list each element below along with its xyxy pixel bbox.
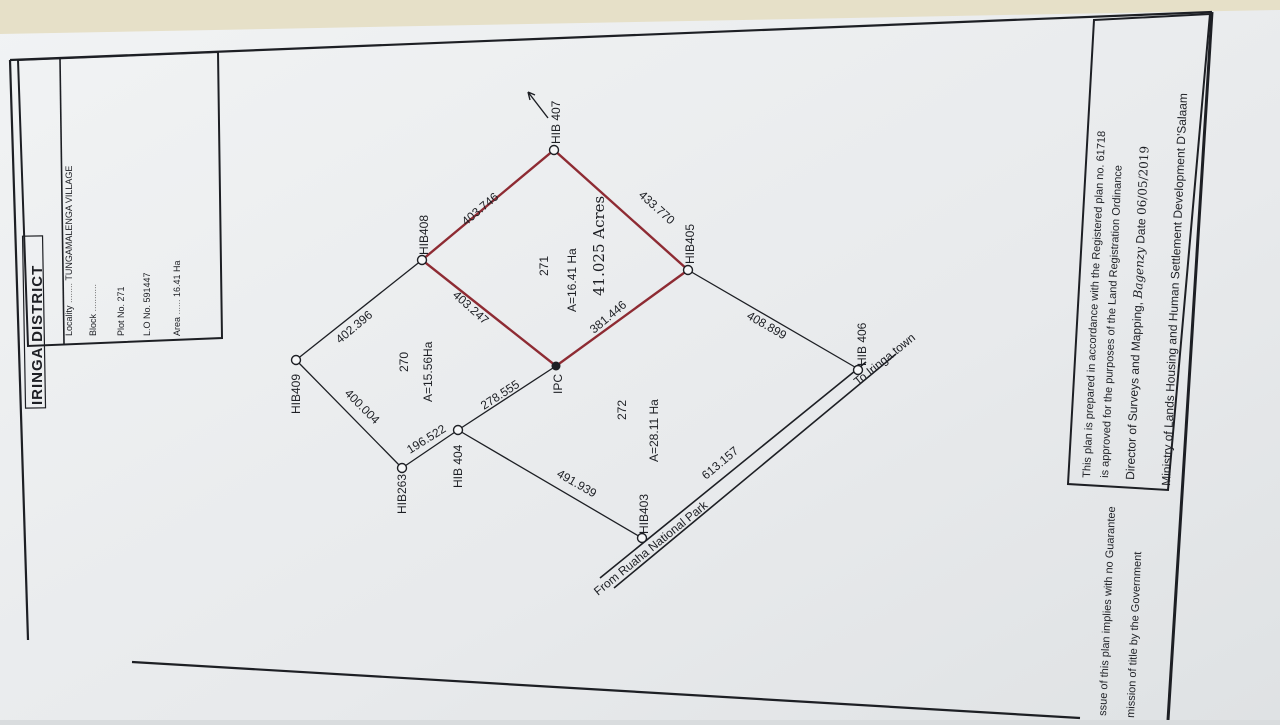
- certificate-plan-no: 61718: [1095, 131, 1108, 162]
- certificate-date-label: Date: [1133, 218, 1148, 244]
- beacon-hib407-marker: [548, 144, 560, 156]
- area-label: Area: [172, 317, 182, 336]
- beacon-hib403-marker: [636, 532, 648, 544]
- svg-text:Area ...... 16.41 Ha: Area ...... 16.41 Ha: [172, 260, 182, 336]
- beacon-hib409-marker: [290, 354, 302, 366]
- beacon-hib405-marker: [682, 264, 694, 276]
- plot-271-number: 271: [537, 256, 551, 276]
- block-label: Block: [88, 313, 98, 336]
- plot-270-number: 270: [397, 352, 411, 372]
- beacon-ipc-marker: [551, 361, 561, 371]
- beacon-hib404-marker: [452, 424, 464, 436]
- beacon-hib409-label: HIB409: [289, 374, 303, 414]
- lo-label: L.O No.: [142, 305, 152, 336]
- svg-text:Block ...........: Block ...........: [88, 284, 98, 336]
- paper-sheet: [0, 10, 1280, 720]
- beacon-hib407-label: HIB 407: [549, 100, 563, 144]
- plot-271-acres: 41.025 Acres: [590, 196, 608, 296]
- area-value: 16.41 Ha: [172, 260, 182, 297]
- locality-value: TUNGAMALENGA VILLAGE: [64, 166, 74, 281]
- beacon-hib406-label: HIB 406: [855, 322, 869, 366]
- beacon-hib408-label: HIB408: [417, 215, 431, 255]
- svg-text:Plot No. 271: Plot No. 271: [116, 286, 126, 336]
- beacon-hib408-marker: [416, 254, 428, 266]
- plot-272-area: A=28.11 Ha: [647, 399, 661, 462]
- beacon-hib405-label: HIB405: [683, 224, 697, 264]
- district-title: IRINGA DISTRICT: [29, 265, 46, 405]
- beacon-hib404-label: HIB 404: [451, 444, 465, 488]
- svg-text:Locality ........ TUNGAMALENGA: Locality ........ TUNGAMALENGA VILLAGE: [64, 166, 74, 336]
- plot-272-number: 272: [615, 400, 629, 420]
- plot-label: Plot No.: [116, 304, 126, 336]
- beacon-ipc-label: IPC: [551, 374, 565, 394]
- plot-271-area: A=16.41 Ha: [565, 248, 579, 312]
- beacon-hib406-marker: [852, 364, 864, 376]
- beacon-hib263-marker: [396, 462, 408, 474]
- director-signature: Bagenzy: [1131, 246, 1147, 299]
- beacon-hib263-label: HIB263: [395, 474, 409, 514]
- svg-text:L.O No. 591447: L.O No. 591447: [142, 272, 152, 336]
- beacon-hib403-label: HIB403: [637, 494, 651, 534]
- plot-270-area: A=15.56Ha: [421, 341, 435, 402]
- parcel-boundaries: [295, 259, 861, 539]
- plot-value: 271: [116, 286, 126, 301]
- lo-value: 591447: [142, 272, 152, 302]
- certificate-date: 06/05/2019: [1135, 146, 1152, 216]
- locality-label: Locality: [64, 305, 74, 336]
- north-arrow-icon: [527, 91, 549, 119]
- info-box: IRINGA DISTRICT Locality ........ TUNGAM…: [16, 50, 224, 409]
